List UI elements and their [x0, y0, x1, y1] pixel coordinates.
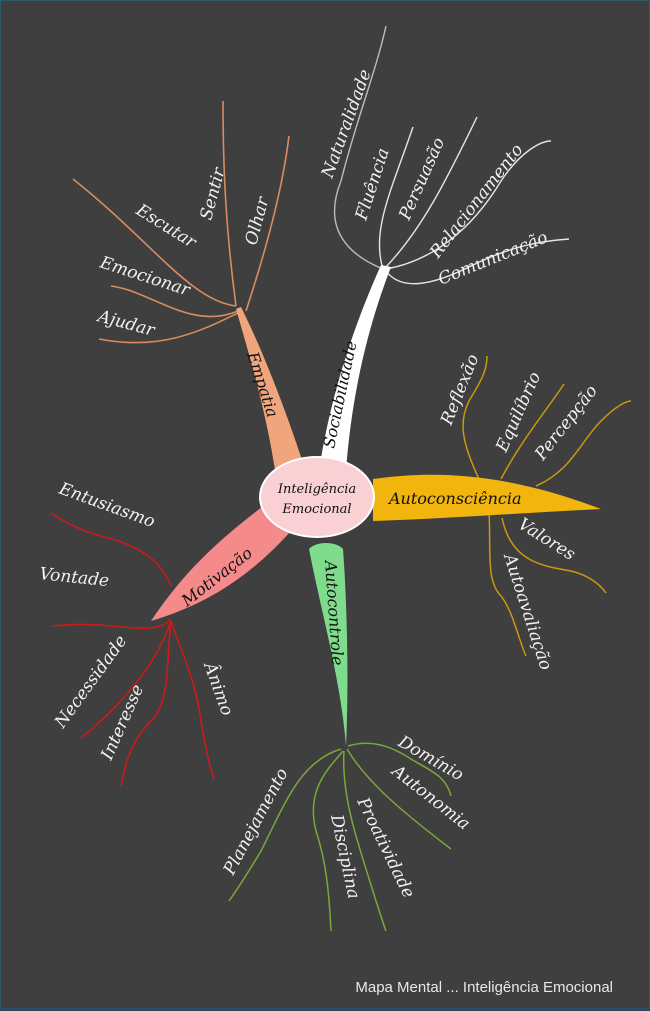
sociabilidade-stem — [319, 265, 391, 471]
leaf-escutar[interactable]: Escutar — [132, 200, 201, 253]
leaf-persuasao[interactable]: Persuasão — [395, 135, 449, 224]
center-node[interactable] — [259, 456, 375, 538]
leaf-fluencia[interactable]: Fluência — [351, 146, 393, 224]
branch-autoconsciencia — [462, 355, 632, 657]
leaf-reflexao[interactable]: Reflexão — [437, 352, 484, 429]
branch-empatia — [72, 100, 290, 344]
leaf-interesse[interactable]: Interesse — [97, 682, 148, 764]
footer-caption: Mapa Mental ... Inteligência Emocional — [355, 979, 613, 996]
branch-label-autoconsciencia[interactable]: Autoconsciência — [387, 489, 522, 508]
autoconsciencia-stem — [373, 474, 601, 521]
leaf-percepcao[interactable]: Percepção — [531, 381, 602, 464]
autocontrole-stem — [309, 543, 348, 746]
leaf-naturalidade[interactable]: Naturalidade — [318, 67, 376, 182]
leaf-valores[interactable]: Valores — [514, 514, 579, 565]
empatia-stem — [236, 307, 303, 476]
leaf-animo[interactable]: Ânimo — [199, 658, 238, 719]
branch-sociabilidade — [333, 25, 570, 285]
leaf-emocionar[interactable]: Emocionar — [97, 252, 194, 300]
center-label-line2: Emocional — [281, 502, 351, 517]
leaf-disciplina[interactable]: Disciplina — [326, 812, 364, 901]
leaf-olhar[interactable]: Olhar — [242, 194, 274, 247]
motivacao-stem — [151, 496, 291, 621]
leaf-planejamento[interactable]: Planejamento — [219, 765, 292, 879]
branch-motivacao — [50, 512, 215, 787]
branch-label-empatia[interactable]: Empatia — [243, 348, 282, 419]
leaf-ajudar[interactable]: Ajudar — [94, 306, 158, 341]
center-label-line1: Inteligência — [277, 482, 356, 497]
branch-autocontrole — [228, 742, 452, 932]
leaf-autoavaliacao[interactable]: Autoavaliação — [499, 549, 556, 672]
leaf-vontade[interactable]: Vontade — [38, 564, 110, 591]
